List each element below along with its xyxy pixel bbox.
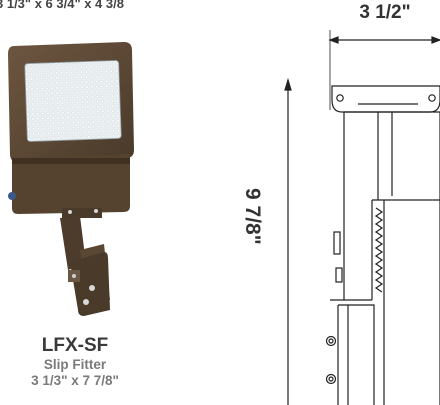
fitter-type: Slip Fitter [43,357,107,372]
fitter-dimensions: 3 1/3" x 7 7/8" [31,373,119,388]
width-dimension-label: 3 1/2" [359,2,411,23]
model-name: LFX-SF [41,335,109,356]
flood-light-fixture-image [8,42,134,316]
product-caption: LFX-SF Slip Fitter 3 1/3" x 7 7/8" [0,335,150,389]
overall-dimensions-text: 3 1/3" x 6 3/4" x 4 3/8 [0,0,124,11]
side-profile-drawing [284,30,440,405]
height-dimension-label: 9 7/8" [241,188,264,245]
